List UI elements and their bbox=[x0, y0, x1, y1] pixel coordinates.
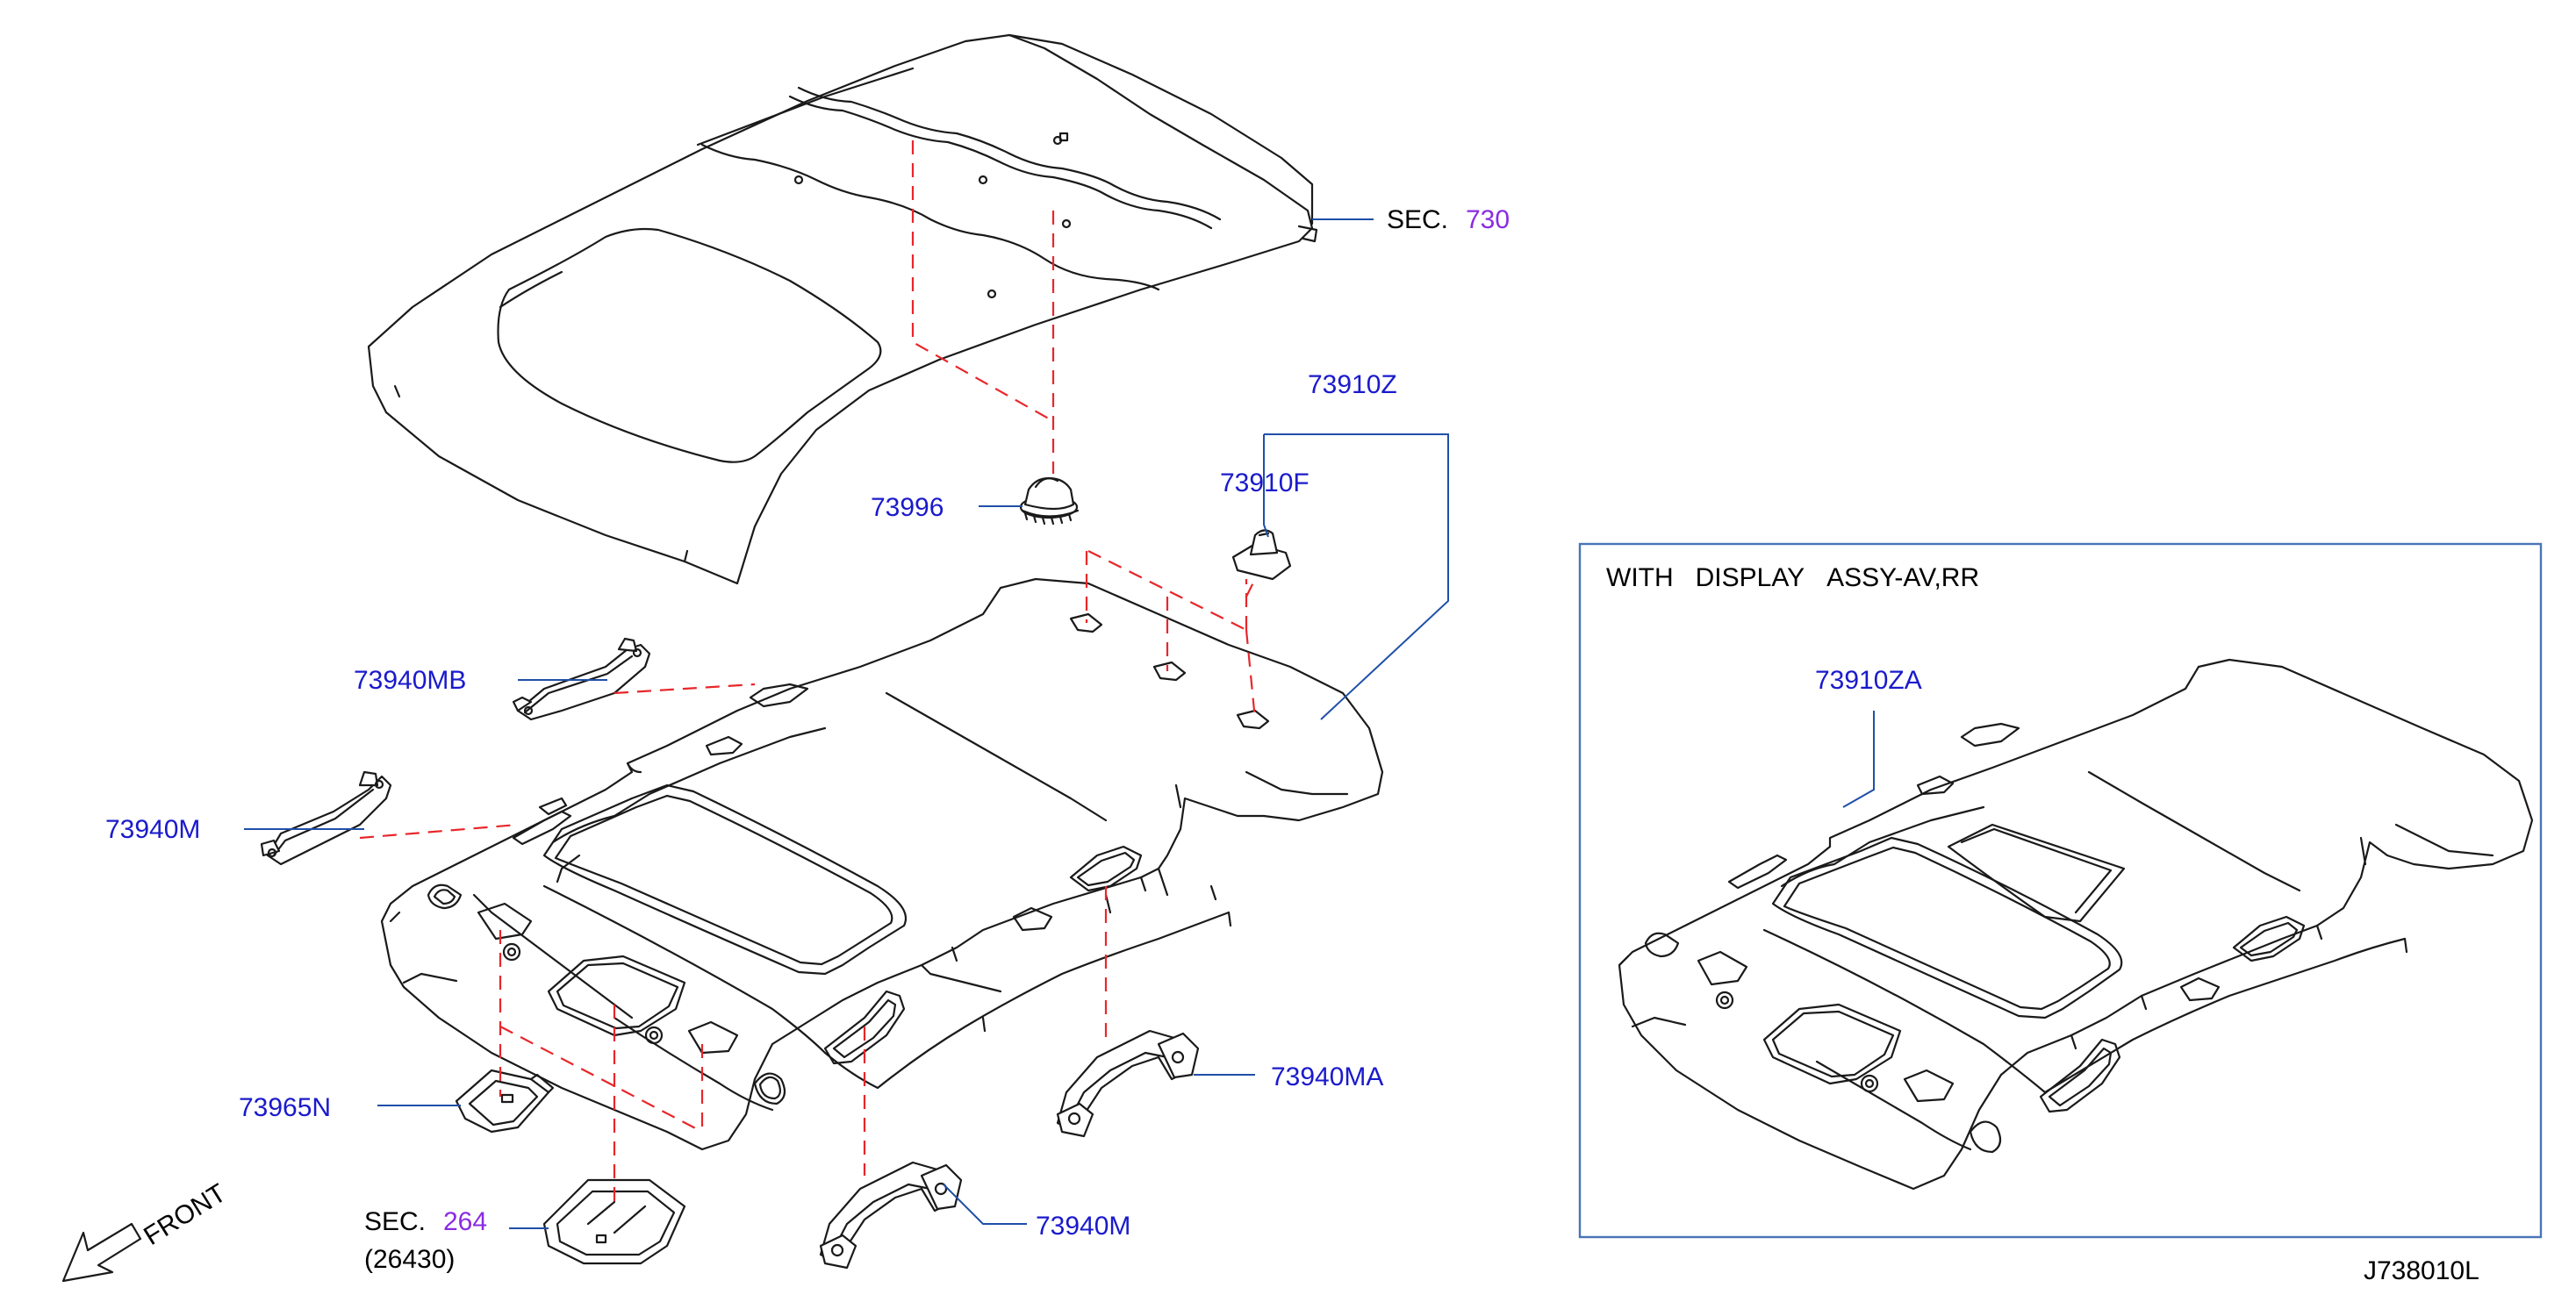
callout-labels: SEC. 730 73910Z 73910F 73996 73940MB 739… bbox=[105, 205, 1510, 1274]
roof-panel-drawing bbox=[367, 33, 1318, 585]
front-direction-indicator: FRONT bbox=[61, 1178, 231, 1283]
leader-lines bbox=[244, 218, 1875, 1229]
front-label: FRONT bbox=[139, 1178, 231, 1251]
front-arrow-icon bbox=[61, 1222, 142, 1283]
inset-headlining-drawing bbox=[1618, 658, 2534, 1191]
callout-73940MA: 73940MA bbox=[1271, 1062, 1383, 1091]
part-73996-clip-drawing bbox=[1019, 476, 1080, 526]
part-73940M-bottom-grip-drawing bbox=[819, 1161, 963, 1270]
callout-73940M-bottom: 73940M bbox=[1036, 1212, 1130, 1241]
callout-26430: (26430) bbox=[364, 1245, 455, 1274]
callout-73910F: 73910F bbox=[1220, 469, 1310, 497]
part-73965N-cover-drawing bbox=[455, 1069, 555, 1134]
callout-sec-264-number: 264 bbox=[443, 1207, 487, 1236]
part-73940MB-grip-drawing bbox=[512, 637, 651, 721]
part-73940MA-grip-drawing bbox=[1056, 1029, 1200, 1138]
inset-border bbox=[1578, 542, 2543, 1239]
callout-sec-264-prefix: SEC. bbox=[364, 1207, 426, 1236]
callout-73910ZA: 73910ZA bbox=[1815, 666, 1922, 695]
callout-73940M-left: 73940M bbox=[105, 815, 200, 844]
inset-panel: WITH DISPLAY ASSY-AV,RR 73910ZA bbox=[1578, 542, 2543, 1239]
callout-73940MB: 73940MB bbox=[354, 666, 466, 695]
part-26430-lamp-drawing bbox=[542, 1178, 686, 1265]
part-73940M-left-grip-drawing bbox=[260, 770, 392, 866]
part-73910F-clip-drawing bbox=[1231, 529, 1292, 581]
callout-73965N: 73965N bbox=[239, 1093, 331, 1122]
callout-73910Z: 73910Z bbox=[1308, 370, 1397, 399]
callout-sec-730-number: 730 bbox=[1466, 205, 1510, 234]
drawing-code: J738010L bbox=[2364, 1256, 2479, 1285]
dashed-guide-lines bbox=[359, 140, 1257, 1206]
callout-73996: 73996 bbox=[871, 493, 944, 522]
headlining-drawing bbox=[380, 577, 1384, 1151]
callout-sec-730-prefix: SEC. bbox=[1387, 205, 1448, 234]
inset-title: WITH DISPLAY ASSY-AV,RR bbox=[1606, 563, 1979, 592]
